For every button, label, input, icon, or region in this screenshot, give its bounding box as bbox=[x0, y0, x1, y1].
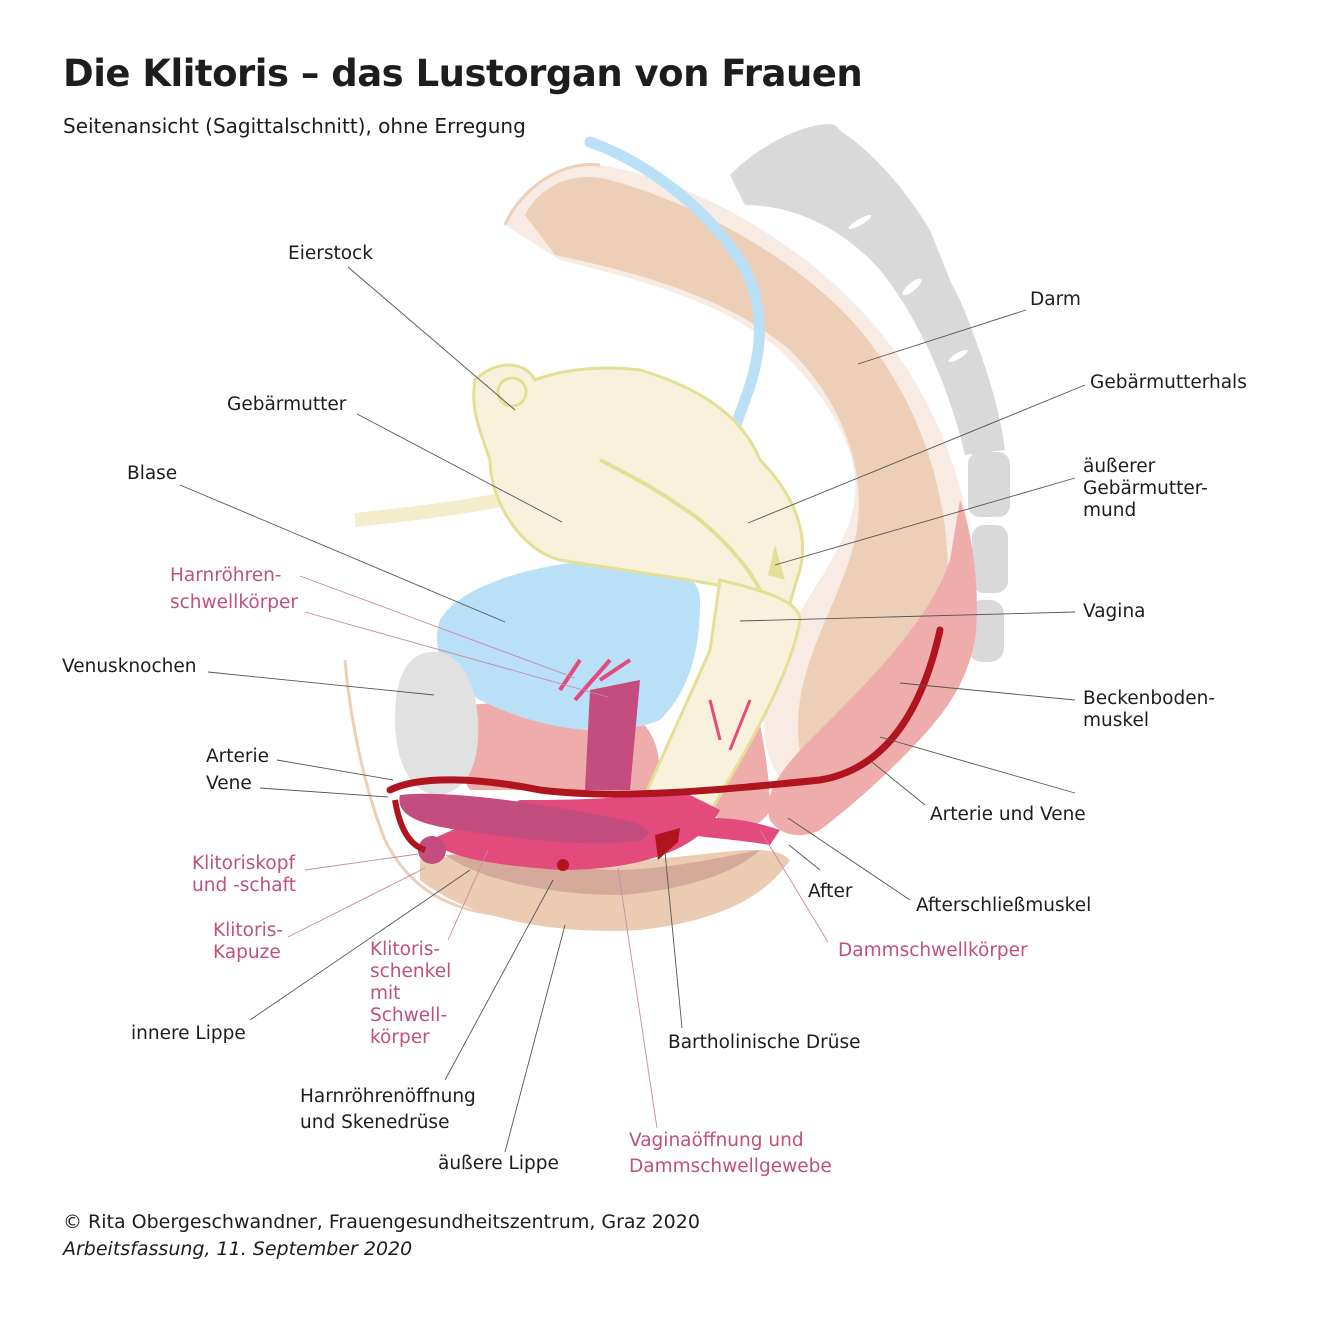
label-harnroehrenschwellkoerper: Harnröhren- schwellkörper bbox=[170, 565, 299, 613]
label-arterie: Arterie bbox=[206, 746, 270, 767]
label-gebaermutter: Gebärmutter bbox=[227, 394, 347, 415]
label-afterschliessmuskel: Afterschließmuskel bbox=[916, 895, 1092, 916]
page-subtitle: Seitenansicht (Sagittalschnitt), ohne Er… bbox=[63, 114, 526, 138]
label-after: After bbox=[808, 881, 853, 902]
label-bartholinische-druese: Bartholinische Drüse bbox=[668, 1032, 861, 1053]
leader-lines bbox=[179, 266, 1086, 1153]
arteries-and-veins bbox=[386, 626, 944, 853]
label-vaginaoeffnung: Vaginaöffnung und Dammschwellgewebe bbox=[629, 1130, 832, 1177]
label-innere-lippe: innere Lippe bbox=[131, 1023, 246, 1044]
ureter bbox=[584, 136, 765, 436]
bowel bbox=[503, 162, 975, 790]
leader-lines-pink bbox=[287, 575, 829, 1129]
label-gebaermutterhals: Gebärmutterhals bbox=[1090, 372, 1247, 393]
label-beckenbodenmuskel: Beckenboden- muskel bbox=[1083, 688, 1215, 731]
version-note: Arbeitsfassung, 11. September 2020 bbox=[63, 1238, 413, 1260]
page-title: Die Klitoris – das Lustorgan von Frauen bbox=[63, 52, 863, 95]
label-klitoriskopf: Klitoriskopf und -schaft bbox=[192, 853, 297, 896]
label-klitoriskapuze: Klitoris- Kapuze bbox=[213, 920, 284, 963]
label-eierstock: Eierstock bbox=[288, 243, 373, 264]
copyright-note: © Rita Obergeschwandner, Frauengesundhei… bbox=[63, 1211, 700, 1233]
label-vene: Vene bbox=[206, 773, 252, 794]
pubic-bone bbox=[395, 651, 479, 795]
label-blase: Blase bbox=[127, 463, 178, 484]
label-dammschwellkoerper: Dammschwellkörper bbox=[838, 940, 1028, 961]
label-arterie-und-vene: Arterie und Vene bbox=[930, 804, 1086, 825]
label-venusknochen: Venusknochen bbox=[62, 656, 197, 677]
label-aeusserer-muttermund: äußerer Gebärmutter- mund bbox=[1083, 456, 1208, 521]
label-darm: Darm bbox=[1030, 289, 1081, 310]
label-harnroehrenoeffnung: Harnröhrenöffnung und Skenedrüse bbox=[300, 1086, 476, 1133]
clitoris-structure bbox=[399, 680, 780, 871]
label-vagina: Vagina bbox=[1083, 601, 1146, 622]
abdominal-wall bbox=[343, 659, 501, 917]
label-klitorisschenkel: Klitoris- schenkel mit Schwell- körper bbox=[370, 939, 452, 1048]
label-aeussere-lippe: äußere Lippe bbox=[438, 1153, 559, 1174]
sacrum-bone bbox=[730, 124, 1010, 662]
